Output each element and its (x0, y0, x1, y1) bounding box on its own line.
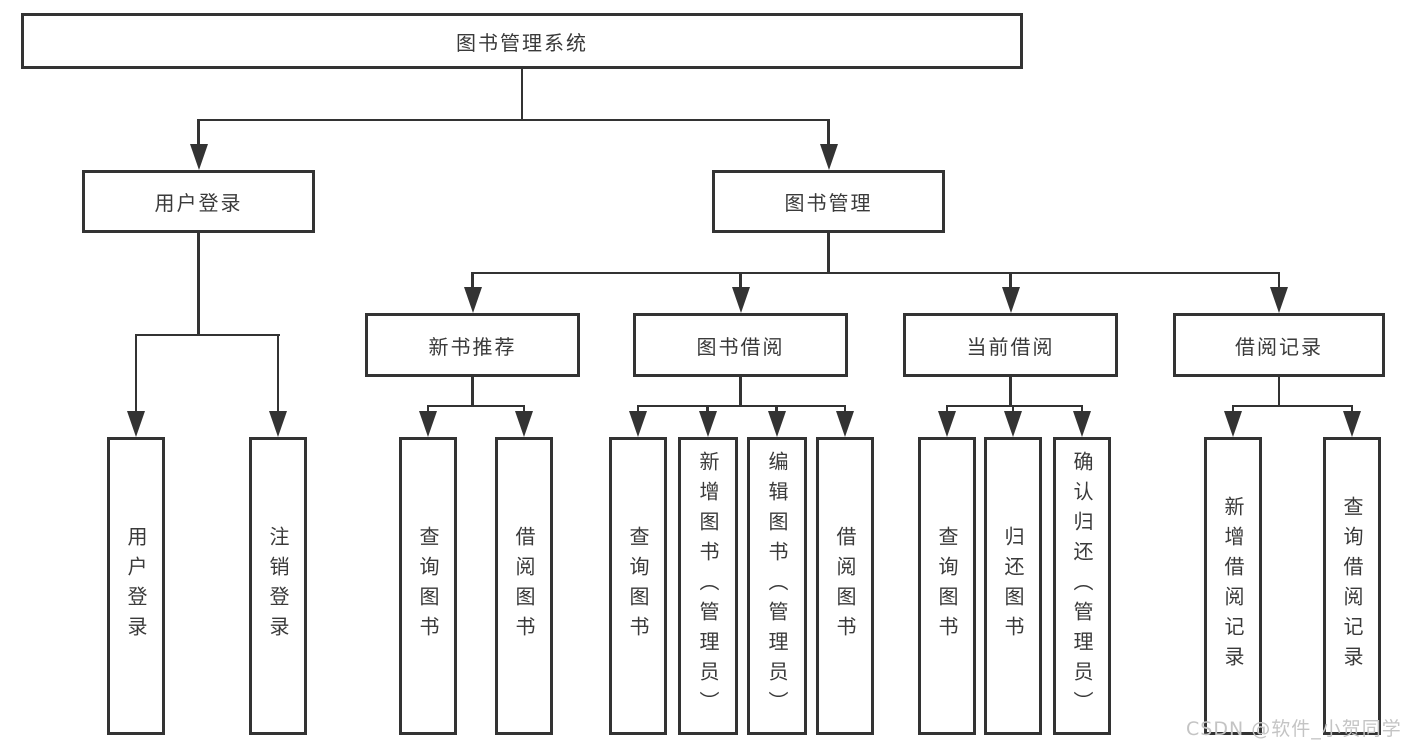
arrow-down-icon (836, 411, 854, 437)
node-current-borrowing-label: 当前借阅 (966, 334, 1055, 359)
connector-line (739, 377, 742, 407)
leaf-return-books: 归还图书 (984, 437, 1042, 735)
connector-line (197, 119, 200, 149)
arrow-down-icon (629, 411, 647, 437)
arrow-down-icon (127, 411, 145, 437)
connector-line (471, 272, 474, 292)
leaf-logout-label: 注销登录 (266, 526, 290, 646)
arrow-down-icon (419, 411, 437, 437)
leaf-query-books-current: 查询图书 (918, 437, 976, 735)
arrow-down-icon (1224, 411, 1242, 437)
connector-line (775, 405, 778, 415)
connector-line (471, 377, 474, 407)
node-borrowing-records: 借阅记录 (1173, 313, 1385, 377)
leaf-query-borrow-record-label: 查询借阅记录 (1340, 496, 1364, 676)
leaf-borrow-books-recommend-label: 借阅图书 (512, 526, 536, 646)
leaf-return-books-label: 归还图书 (1001, 526, 1025, 646)
connector-line (636, 405, 640, 415)
leaf-query-books-borrowing: 查询图书 (609, 437, 667, 735)
connector-line (843, 405, 847, 415)
node-book-borrowing-label: 图书借阅 (696, 334, 785, 359)
node-book-management-label: 图书管理 (784, 191, 873, 215)
arrow-down-icon (819, 144, 838, 170)
leaf-query-books-recommend: 查询图书 (399, 437, 457, 735)
node-borrowing-records-label: 借阅记录 (1235, 334, 1323, 359)
connector-line (522, 405, 526, 415)
connector-line (1231, 405, 1235, 415)
connector-line (197, 118, 830, 122)
node-root: 图书管理系统 (21, 13, 1023, 69)
connector-line (197, 233, 200, 336)
connector-line (827, 119, 830, 149)
connector-line (1080, 405, 1084, 415)
connector-line (426, 404, 526, 408)
node-current-borrowing: 当前借阅 (903, 313, 1118, 377)
arrow-down-icon (189, 144, 208, 170)
node-book-borrowing: 图书借阅 (633, 313, 848, 377)
arrow-down-icon (1270, 287, 1288, 313)
leaf-logout: 注销登录 (249, 437, 307, 735)
node-user-login-label: 用户登录 (154, 191, 243, 215)
leaf-add-books-admin: 新增图书（管理员） (678, 437, 738, 735)
leaf-edit-books-admin: 编辑图书（管理员） (747, 437, 807, 735)
leaf-add-borrow-record: 新增借阅记录 (1204, 437, 1262, 735)
leaf-query-books-recommend-label: 查询图书 (416, 526, 440, 646)
leaf-query-books-borrowing-label: 查询图书 (626, 526, 650, 646)
arrow-down-icon (1004, 411, 1022, 437)
node-user-login: 用户登录 (82, 170, 315, 233)
arrow-down-icon (698, 411, 717, 437)
connector-line (276, 334, 280, 414)
arrow-down-icon (1073, 411, 1091, 437)
leaf-edit-books-admin-label: 编辑图书（管理员） (765, 451, 789, 721)
connector-line (1009, 377, 1012, 407)
connector-line (945, 405, 949, 415)
leaf-user-login: 用户登录 (107, 437, 165, 735)
arrow-down-icon (767, 411, 786, 437)
node-book-management: 图书管理 (712, 170, 945, 233)
connector-line (1011, 405, 1015, 415)
connector-line (636, 404, 847, 408)
arrow-down-icon (1001, 287, 1020, 313)
leaf-user-login-label: 用户登录 (124, 526, 148, 646)
connector-line (520, 69, 524, 120)
arrow-down-icon (515, 411, 533, 437)
connector-line (1350, 405, 1354, 415)
leaf-borrow-books-borrowing-label: 借阅图书 (833, 526, 857, 646)
arrow-down-icon (731, 287, 750, 313)
connector-line (739, 272, 742, 292)
connector-line (945, 404, 1084, 408)
arrow-down-icon (1343, 411, 1361, 437)
connector-line (1231, 404, 1354, 408)
connector-line (134, 334, 138, 414)
leaf-borrow-books-borrowing: 借阅图书 (816, 437, 874, 735)
connector-line (706, 405, 709, 415)
connector-line (1277, 377, 1281, 407)
leaf-query-borrow-record: 查询借阅记录 (1323, 437, 1381, 735)
arrow-down-icon (463, 287, 482, 313)
connector-line (426, 405, 430, 415)
node-root-label: 图书管理系统 (456, 30, 588, 55)
leaf-borrow-books-recommend: 借阅图书 (495, 437, 553, 735)
csdn-watermark: CSDN @软件_小贺同学 (1186, 718, 1402, 740)
connector-line (471, 271, 1281, 275)
leaf-confirm-return-admin: 确认归还（管理员） (1053, 437, 1111, 735)
connector-line (827, 233, 830, 274)
connector-line (1277, 272, 1281, 292)
arrow-down-icon (269, 411, 287, 437)
connector-line (1009, 272, 1012, 292)
leaf-confirm-return-admin-label: 确认归还（管理员） (1070, 451, 1094, 721)
leaf-add-books-admin-label: 新增图书（管理员） (696, 451, 720, 721)
leaf-query-books-current-label: 查询图书 (935, 526, 959, 646)
node-new-book-recommend-label: 新书推荐 (428, 334, 517, 359)
node-new-book-recommend: 新书推荐 (365, 313, 580, 377)
leaf-add-borrow-record-label: 新增借阅记录 (1221, 496, 1245, 676)
arrow-down-icon (938, 411, 956, 437)
connector-line (134, 333, 281, 337)
